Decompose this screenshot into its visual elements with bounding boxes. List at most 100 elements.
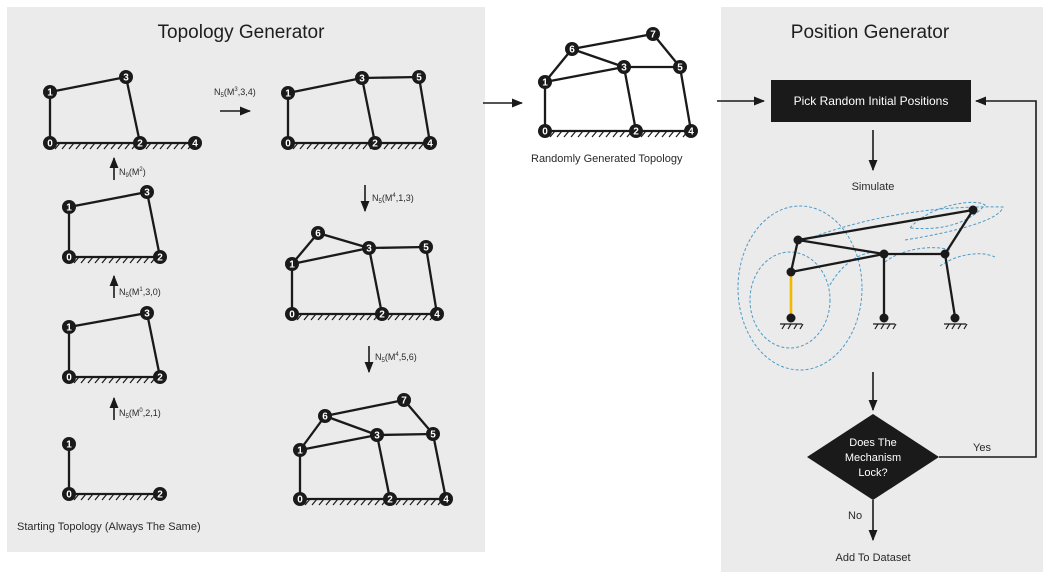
- ground-hatch-mark: [166, 142, 173, 150]
- link: [402, 398, 435, 436]
- mech-link-diagonal: [943, 208, 975, 256]
- ground-hatch-mark: [89, 142, 96, 150]
- node-label-3: 3: [123, 73, 129, 84]
- ground-hatch-mark: [423, 498, 430, 506]
- ground-hatch-mark: [136, 256, 143, 264]
- link: [367, 245, 428, 250]
- ground-hatch-mark: [346, 498, 353, 506]
- trace-path-6: [884, 247, 951, 263]
- ground-hatch-mark: [115, 493, 122, 501]
- link: [375, 433, 392, 501]
- ground-hatch-mark: [145, 142, 152, 150]
- node-label-1: 1: [285, 89, 291, 100]
- node-label-2: 2: [387, 495, 393, 506]
- node-0: [285, 307, 299, 321]
- link: [622, 65, 638, 133]
- ground-hatch-mark: [640, 130, 647, 138]
- node-2: [133, 136, 147, 150]
- ground-hatch-mark: [367, 498, 374, 506]
- ground-hatch-mark: [82, 142, 89, 150]
- mech-ground-joint: [879, 313, 889, 323]
- link: [570, 47, 626, 69]
- node-2: [368, 136, 382, 150]
- ground-hatch-mark: [320, 142, 327, 150]
- ground-hatch-mark: [94, 376, 101, 384]
- node-label-2: 2: [372, 139, 378, 150]
- ground-hatch-mark: [397, 142, 404, 150]
- node-label-0: 0: [289, 310, 295, 321]
- operation-label-1: N5(M0,2,1): [119, 408, 161, 420]
- link: [360, 75, 421, 80]
- node-label-0: 0: [66, 490, 72, 501]
- ground-hatch-mark: [306, 142, 313, 150]
- trace-path-3: [799, 206, 1004, 243]
- node-2: [375, 307, 389, 321]
- node-label-4: 4: [192, 139, 198, 150]
- node-2: [153, 370, 167, 384]
- ground-hatch-mark: [68, 142, 75, 150]
- simulated-mechanism: [737, 201, 1004, 371]
- ground-hatch-mark: [129, 376, 136, 384]
- yes-label: Yes: [973, 442, 991, 454]
- node-label-3: 3: [144, 309, 150, 320]
- ground-hatch-mark: [411, 142, 418, 150]
- ground-hatch-mark: [73, 493, 80, 501]
- ground-hatch-mark: [612, 130, 619, 138]
- link: [48, 75, 128, 94]
- link: [67, 190, 149, 209]
- node-3: [140, 185, 154, 199]
- link: [323, 414, 379, 437]
- mech-ground-joint: [950, 313, 960, 323]
- node-label-4: 4: [688, 127, 694, 138]
- ground-hatch-mark: [292, 142, 299, 150]
- node-5: [419, 240, 433, 254]
- ground-hatch-mark: [348, 142, 355, 150]
- ground-hatch-mark: [339, 498, 346, 506]
- node-label-4: 4: [443, 495, 449, 506]
- node-0: [281, 136, 295, 150]
- ground-hatch-mark: [80, 376, 87, 384]
- ground-hatch-mark: [563, 130, 570, 138]
- node-label-2: 2: [379, 310, 385, 321]
- topology-panel-title: Topology Generator: [158, 22, 326, 43]
- ground-hatch-mark: [143, 376, 150, 384]
- link: [678, 65, 693, 133]
- ground-hatch-mark: [341, 142, 348, 150]
- node-1: [293, 443, 307, 457]
- link: [543, 65, 626, 84]
- operation-label-6: N5(M4,5,6): [375, 352, 417, 364]
- node-0: [62, 370, 76, 384]
- node-label-2: 2: [137, 139, 143, 150]
- decision-line-2: Mechanism: [845, 452, 901, 464]
- ground-hatch-mark: [395, 498, 402, 506]
- trace-path-2: [737, 205, 863, 371]
- simulate-label: Simulate: [852, 181, 895, 193]
- node-label-6: 6: [569, 45, 575, 56]
- node-3: [362, 241, 376, 255]
- ground-hatch-mark: [101, 376, 108, 384]
- ground-hatch-mark: [129, 493, 136, 501]
- link: [570, 32, 655, 51]
- node-7: [397, 393, 411, 407]
- ground-hatch-mark: [324, 313, 331, 321]
- ground-hatch-mark: [94, 493, 101, 501]
- node-3: [355, 71, 369, 85]
- node-label-5: 5: [416, 73, 422, 84]
- ground-hatch-mark: [390, 142, 397, 150]
- ground-hatch-mark: [103, 142, 110, 150]
- ground-hatch-mark: [73, 256, 80, 264]
- ground-hatch-mark: [80, 256, 87, 264]
- link: [145, 190, 162, 259]
- mech-joint: [968, 205, 978, 215]
- node-1: [62, 320, 76, 334]
- node-label-0: 0: [285, 139, 291, 150]
- link: [375, 432, 435, 437]
- ground-hatch-mark: [345, 313, 352, 321]
- node-label-1: 1: [47, 88, 53, 99]
- link: [417, 75, 432, 145]
- node-1: [62, 200, 76, 214]
- ground-hatch-mark: [394, 313, 401, 321]
- decision-line-1: Does The: [849, 437, 897, 449]
- ground-hatch-mark: [124, 142, 131, 150]
